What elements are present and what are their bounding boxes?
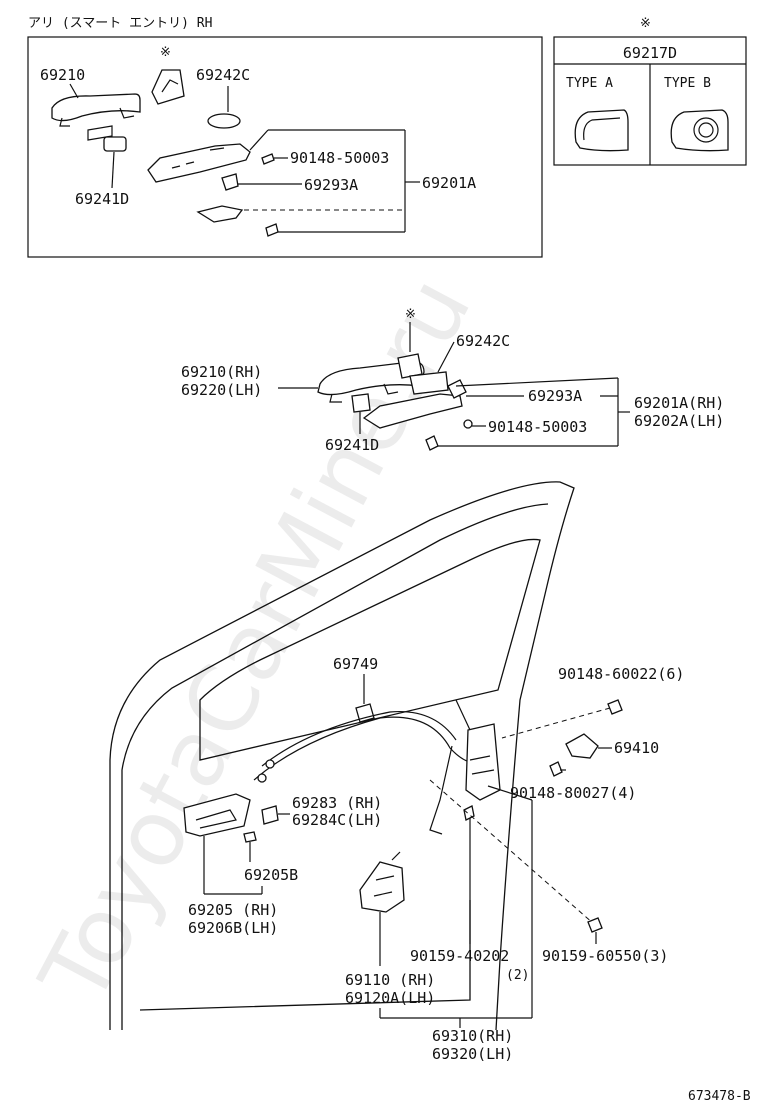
inset-title: アリ (スマート エントリ) RH [28,16,212,31]
label-90148-60022: 90148-60022(6) [558,665,684,683]
label-69293A: 69293A [304,176,358,194]
label-90148-80027: 90148-80027(4) [510,784,636,802]
key-cap-part[interactable] [151,69,185,105]
gasket-part[interactable] [207,113,241,129]
type-box-mark: ※ [640,16,651,31]
bezel-part[interactable] [261,805,279,825]
label-69206B-lh: 69206B(LH) [188,919,278,937]
door-lock-assembly[interactable] [429,699,501,835]
bolt-60022[interactable] [607,699,623,715]
mid-bolt[interactable] [463,419,473,429]
handle-frame-part[interactable] [147,143,251,223]
type-a-label: TYPE A [566,76,613,91]
label-69210-rh: 69210(RH) [181,363,262,381]
pad-part[interactable] [103,136,127,152]
mid-pad[interactable] [351,393,371,413]
type-box-part-number: 69217D [623,44,677,62]
label-90159-40202-qty: (2) [506,968,529,983]
figure-id: 673478-B [688,1089,751,1104]
latch-part[interactable] [359,851,405,913]
mid-screw[interactable] [425,435,439,451]
handle-group-mark: ※ [405,307,416,322]
label-69210: 69210 [40,66,85,84]
clip-69205B[interactable] [243,831,257,843]
label-69120A-lh: 69120A(LH) [345,989,435,1007]
striker-part[interactable] [565,733,599,759]
mid-outer-handle[interactable] [317,353,425,403]
door-cable [253,716,489,781]
label-mid-69241D: 69241D [325,436,379,454]
screw-60550[interactable] [587,917,603,933]
label-mid-90148-50003: 90148-50003 [488,418,587,436]
label-mid-69293A: 69293A [528,387,582,405]
bolt-80027[interactable] [549,761,563,777]
clip-part[interactable] [355,703,375,723]
label-69202A-lh: 69202A(LH) [634,412,724,430]
type-a-cap[interactable] [574,109,629,152]
label-69205B: 69205B [244,866,298,884]
label-69320-lh: 69320(LH) [432,1045,513,1063]
bolt-part[interactable] [261,153,275,165]
inset-frame [27,36,543,258]
label-69749: 69749 [333,655,378,673]
label-69242C: 69242C [196,66,250,84]
label-69241D: 69241D [75,190,129,208]
label-69201A-rh: 69201A(RH) [634,394,724,412]
label-69110-rh: 69110 (RH) [345,971,435,989]
label-90159-40202: 90159-40202 [410,947,509,965]
type-b-label: TYPE B [664,76,711,91]
screw-part[interactable] [265,223,279,237]
label-69410: 69410 [614,739,659,757]
label-69310-rh: 69310(RH) [432,1027,513,1045]
mark-asterisk: ※ [160,45,171,60]
label-90148-50003: 90148-50003 [290,149,389,167]
label-69201A: 69201A [422,174,476,192]
label-mid-69242C: 69242C [456,332,510,350]
label-90159-60550: 90159-60550(3) [542,947,668,965]
inside-handle-part[interactable] [183,793,251,837]
label-69284C-lh: 69284C(LH) [292,811,382,829]
label-69205-rh: 69205 (RH) [188,901,278,919]
outer-handle-part[interactable] [51,93,141,141]
mid-handle-frame[interactable] [362,371,467,429]
label-69220-lh: 69220(LH) [181,381,262,399]
label-69283-rh: 69283 (RH) [292,794,382,812]
